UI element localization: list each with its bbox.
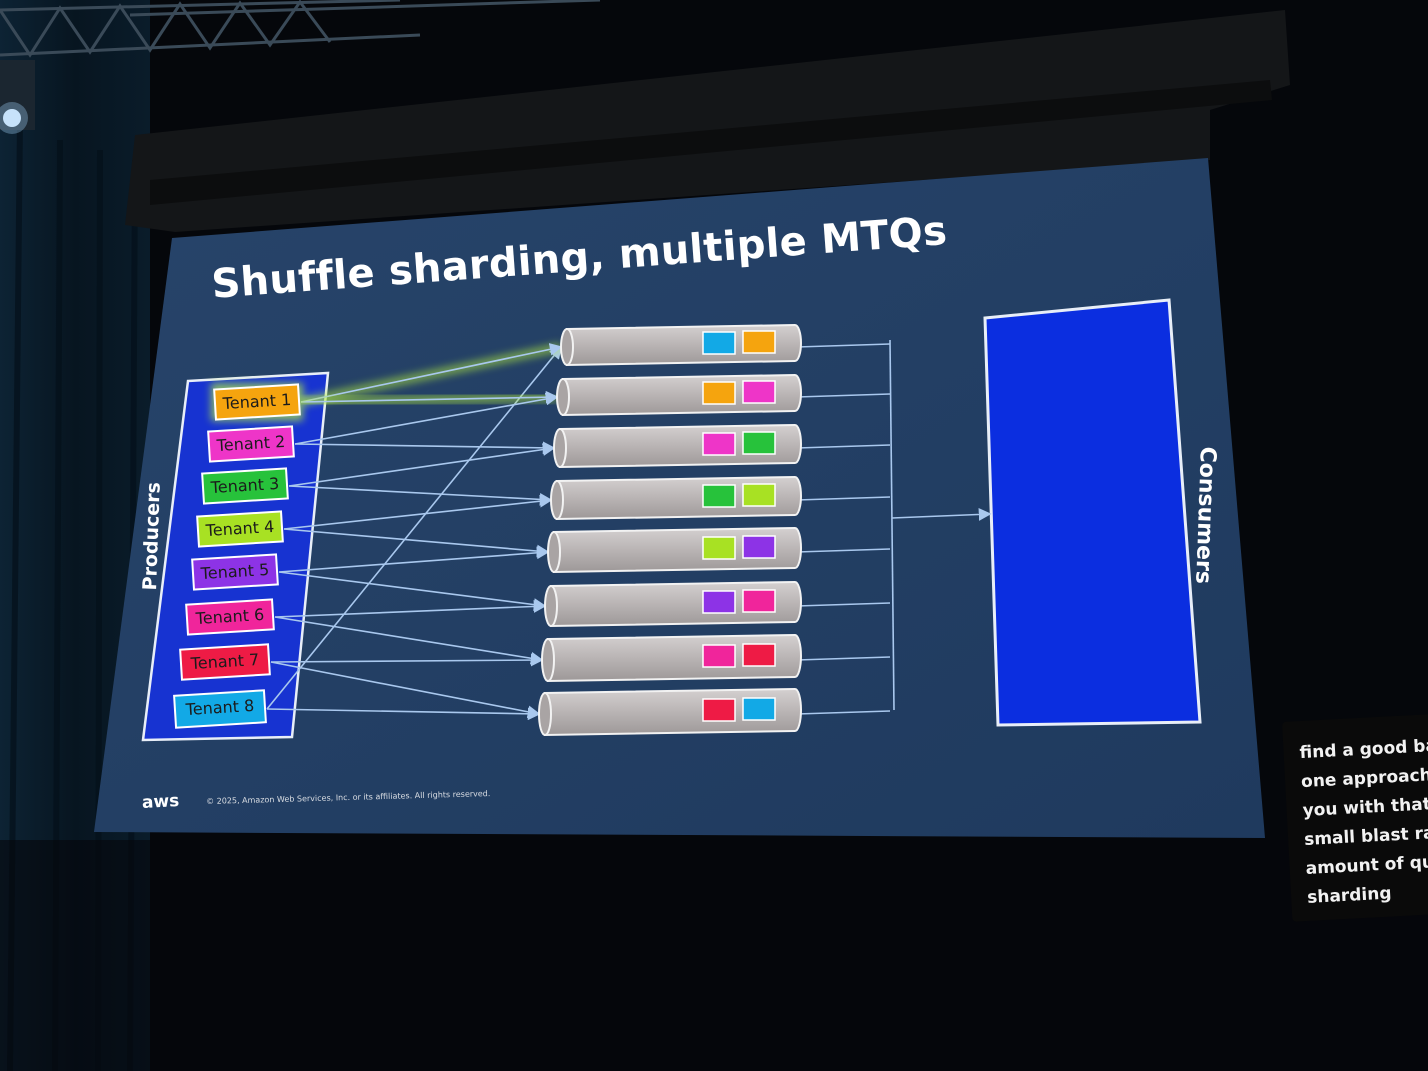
tenant-to-queue-arrow xyxy=(278,546,550,573)
queues-group xyxy=(538,323,802,737)
queue-end-cap xyxy=(544,585,558,627)
queue-cylinder xyxy=(547,526,802,574)
tenant-to-queue-arrow xyxy=(270,661,541,719)
queue-output-line xyxy=(796,656,891,661)
tenant-to-queue-arrow xyxy=(300,343,563,403)
queue-message-block xyxy=(742,535,776,559)
tenant-to-queue-arrow xyxy=(294,441,556,455)
queue-cylinder xyxy=(560,323,802,367)
tenant-box xyxy=(185,598,275,636)
queue-message-block xyxy=(702,590,736,614)
lighting-truss xyxy=(0,0,601,58)
queue-message-block xyxy=(742,431,776,455)
queue-message-block xyxy=(702,484,736,508)
queue-message-block xyxy=(702,381,736,405)
tenant-to-queue-arrow xyxy=(294,392,559,445)
tenant-box xyxy=(173,689,267,729)
queue-cylinder xyxy=(556,373,802,417)
queue-output-line xyxy=(796,710,891,715)
tenants-group xyxy=(173,383,303,729)
queue-end-cap xyxy=(550,480,564,520)
tenant-to-queue-arrow xyxy=(288,443,556,487)
queue-cylinder xyxy=(538,687,802,737)
tenant-to-queue-arrow xyxy=(274,600,547,618)
stage-floor xyxy=(0,840,1428,1071)
queue-message-block xyxy=(742,330,776,354)
queue-end-cap xyxy=(560,328,574,366)
tenant-box xyxy=(213,383,301,421)
queue-end-cap xyxy=(538,692,552,736)
tenant-to-queue-arrow xyxy=(266,345,563,710)
queue-message-block xyxy=(742,380,776,404)
consumers-panel xyxy=(983,298,1202,727)
tenant-to-queue-arrow xyxy=(278,571,547,611)
connector-arrows xyxy=(266,339,992,721)
queue-end-cap xyxy=(556,378,570,416)
queue-message-block xyxy=(702,432,736,456)
tenant-box xyxy=(196,510,284,548)
queue-message-block xyxy=(742,697,776,721)
tenant-to-queue-arrow xyxy=(283,528,550,558)
queue-output-line xyxy=(796,343,891,348)
queue-message-block xyxy=(702,698,736,722)
tenant-box xyxy=(207,425,295,463)
queue-message-block xyxy=(742,643,776,667)
queue-end-cap xyxy=(553,428,567,468)
tenant-box xyxy=(191,553,279,591)
collector-bus xyxy=(889,339,895,711)
queue-cylinder xyxy=(553,423,802,469)
queue-message-block xyxy=(742,589,776,613)
tenant-to-queue-arrow xyxy=(270,653,544,667)
queue-cylinder xyxy=(541,633,802,683)
queue-message-block xyxy=(702,536,736,560)
queue-message-block xyxy=(702,644,736,668)
queue-message-block xyxy=(702,331,736,355)
queue-output-line xyxy=(796,444,891,449)
queue-cylinder xyxy=(550,475,802,521)
queue-output-line xyxy=(796,602,891,607)
tenant-to-queue-arrow xyxy=(288,485,553,506)
tenant-to-queue-arrow xyxy=(300,390,559,404)
tenant-to-queue-arrow xyxy=(274,616,544,665)
stage-light xyxy=(0,60,35,134)
to-consumers-arrow xyxy=(891,508,992,521)
queue-message-block xyxy=(742,483,776,507)
queue-output-line xyxy=(796,496,891,501)
queue-cylinder xyxy=(544,580,802,628)
tenant-box xyxy=(201,467,289,505)
tenant-to-queue-arrow xyxy=(283,494,553,530)
queue-end-cap xyxy=(541,638,555,682)
queue-output-line xyxy=(796,393,891,398)
tenant-box xyxy=(179,643,271,681)
queue-output-line xyxy=(796,548,891,553)
tenant-to-queue-arrow xyxy=(266,707,541,721)
queue-end-cap xyxy=(547,531,561,573)
